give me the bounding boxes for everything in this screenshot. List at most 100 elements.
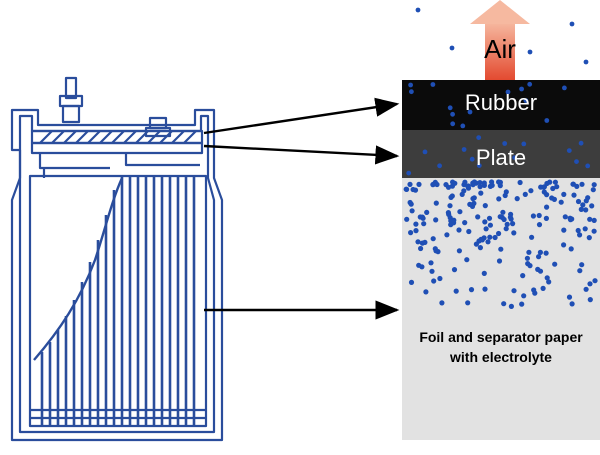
electrolyte-dot — [477, 180, 483, 186]
electrolyte-dot — [466, 228, 472, 235]
electrolyte-dot — [561, 191, 567, 197]
rubber-layer — [402, 80, 600, 130]
electrolyte-dot — [550, 185, 556, 192]
electrolyte-dot — [526, 249, 532, 255]
electrolyte-dot — [467, 201, 473, 207]
electrolyte-dot — [497, 179, 503, 185]
electrolyte-dot — [571, 192, 577, 198]
electrolyte-dot — [489, 179, 495, 185]
electrolyte-dot — [589, 203, 595, 209]
electrolyte-dots — [403, 7, 598, 309]
electrolyte-dot — [470, 196, 476, 202]
electrolyte-dot — [404, 186, 410, 192]
electrolyte-dot — [476, 163, 482, 169]
electrolyte-dot — [574, 159, 579, 165]
electrolyte-dot — [496, 196, 502, 202]
electrolyte-dot — [552, 261, 558, 267]
electrolyte-dot — [540, 285, 546, 291]
electrolyte-dot — [591, 182, 597, 188]
electrolyte-dot — [447, 105, 453, 111]
electrolyte-dot — [500, 209, 506, 215]
electrolyte-dot — [485, 239, 491, 245]
electrolyte-dot — [416, 181, 422, 187]
electrolyte-dot — [524, 255, 531, 261]
electrolyte-dot — [481, 182, 487, 188]
electrolyte-dot — [521, 293, 527, 299]
electrolyte-dot — [409, 208, 415, 214]
electrolyte-dot — [444, 232, 450, 238]
electrolyte-dot — [404, 216, 410, 222]
electrolyte-dot — [497, 214, 503, 220]
electrolyte-dot — [583, 286, 589, 292]
electrolyte-dot — [435, 249, 441, 255]
electrolyte-dot — [528, 188, 534, 194]
electrolyte-dot — [471, 200, 477, 206]
capacitor-cutaway — [10, 76, 224, 442]
electrolyte-dot — [482, 286, 488, 292]
electrolyte-dot — [541, 189, 547, 195]
electrolyte-dot — [529, 234, 535, 240]
electrolyte-dot — [566, 294, 573, 300]
electrolyte-dot — [591, 228, 597, 234]
electrolyte-dot — [575, 227, 581, 234]
electrolyte-dot — [544, 275, 550, 281]
electrolyte-dot — [408, 201, 414, 207]
electrolyte-dot — [461, 147, 467, 152]
electrolyte-dot — [462, 220, 468, 226]
electrolyte-dot — [424, 209, 430, 215]
electrolyte-dot — [437, 275, 443, 282]
foil-electrolyte-label: Foil and separator paper with electrolyt… — [419, 329, 583, 365]
electrolyte-dot — [476, 135, 482, 141]
electrolyte-dot — [453, 288, 459, 294]
electrolyte-dot — [577, 232, 583, 238]
electrolyte-dot — [508, 303, 514, 309]
electrolyte-dot — [422, 239, 428, 245]
electrolyte-dot — [543, 250, 549, 256]
electrolyte-dot — [469, 156, 475, 162]
electrolyte-dot — [487, 222, 493, 228]
electrolyte-dot — [462, 179, 468, 185]
electrolyte-dot — [575, 198, 582, 205]
electrolyte-dot — [477, 184, 483, 190]
electrolyte-dot — [464, 257, 470, 263]
electrolyte-dot — [587, 281, 593, 287]
electrolyte-dot — [449, 193, 455, 199]
electrolyte-dot — [450, 111, 455, 117]
electrolyte-dot — [446, 211, 452, 217]
electrolyte-dot — [569, 301, 575, 307]
electrolyte-dot — [410, 186, 416, 193]
electrolyte-dot — [523, 98, 529, 103]
electrolyte-dot — [535, 266, 541, 272]
electrolyte-dot — [504, 221, 510, 227]
electrolyte-dot — [525, 261, 531, 267]
electrolyte-dot — [457, 209, 463, 215]
electrolyte-dot — [554, 184, 560, 190]
electrolyte-dot — [520, 273, 526, 279]
electrolyte-dot — [527, 49, 533, 55]
electrolyte-dot — [461, 188, 467, 194]
electrolyte-dot — [492, 234, 498, 241]
electrolyte-dot — [566, 148, 572, 154]
electrolyte-dot — [498, 246, 504, 252]
electrolyte-dot — [591, 217, 597, 223]
electrolyte-dot — [562, 85, 567, 91]
electrolyte-dot — [428, 260, 434, 266]
foil-layers — [40, 176, 196, 426]
electrolyte-dot — [562, 214, 568, 220]
electrolyte-dot — [406, 170, 412, 176]
terminal-posts — [58, 76, 172, 138]
cross-section — [402, 0, 600, 440]
electrolyte-dot — [587, 216, 593, 222]
electrolyte-dot — [437, 163, 442, 169]
electrolyte-dot — [421, 221, 427, 227]
up-arrow-icon — [470, 0, 530, 80]
electrolyte-dot — [431, 278, 437, 284]
electrolyte-dot — [578, 140, 584, 146]
electrolyte-dot — [503, 226, 509, 232]
electrolyte-dot — [537, 249, 544, 255]
electrolyte-dot — [517, 179, 523, 186]
electrolyte-dot — [583, 59, 589, 65]
air-label: Air — [484, 34, 516, 64]
electrolyte-dot — [433, 200, 439, 206]
electrolyte-dot — [587, 297, 593, 303]
